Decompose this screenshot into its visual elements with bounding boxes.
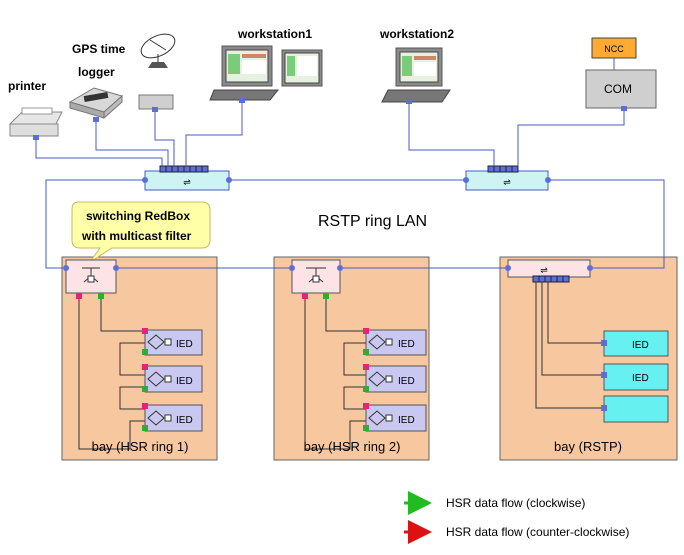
bay2-redbox bbox=[289, 259, 343, 299]
satellite-dish-icon bbox=[138, 33, 176, 112]
bay2-hsr-wiring bbox=[304, 299, 366, 450]
bay1-ied-1-label: IED bbox=[176, 339, 193, 350]
bay2-ied-1-label: IED bbox=[398, 339, 415, 350]
com-label: COM bbox=[604, 82, 632, 96]
callout-line2: with multicast filter bbox=[81, 229, 192, 243]
printer-icon bbox=[8, 107, 63, 140]
bay1-redbox bbox=[63, 259, 119, 299]
svg-text:⇌: ⇌ bbox=[183, 177, 191, 187]
bay3-ied-2: IED bbox=[601, 363, 669, 391]
bay3-label: bay (RSTP) bbox=[554, 439, 622, 454]
bay3-ied-1-label: IED bbox=[632, 340, 649, 351]
bay1-ied-3-label: IED bbox=[176, 415, 193, 426]
gps-logger-icon bbox=[68, 87, 124, 122]
top-switch-right: ⇌ bbox=[463, 165, 551, 191]
bay3-ied-1: IED bbox=[601, 330, 669, 357]
bay2-label: bay (HSR ring 2) bbox=[304, 439, 401, 454]
legend: HSR data flow (clockwise) HSR data flow … bbox=[404, 491, 629, 544]
bay-rstp bbox=[499, 256, 678, 461]
legend-label-counter-clockwise: HSR data flow (counter-clockwise) bbox=[446, 525, 629, 539]
bay2-ied-2: IED bbox=[363, 364, 427, 393]
bay2-ied-3: IED bbox=[363, 403, 427, 432]
bay1-hsr-wiring bbox=[78, 299, 145, 450]
bay3-switch: ⇌ bbox=[505, 259, 593, 283]
printer-label: printer bbox=[8, 79, 46, 93]
top-switch-left: ⇌ bbox=[142, 165, 232, 191]
callout-line1: switching RedBox bbox=[86, 209, 190, 223]
bay2-ied-2-label: IED bbox=[398, 376, 415, 387]
bay1-ied-3: IED bbox=[142, 403, 203, 432]
workstation2-label: workstation2 bbox=[379, 27, 454, 41]
device-links bbox=[35, 58, 625, 166]
bay1-label: bay (HSR ring 1) bbox=[92, 439, 189, 454]
bay1-ied-2-label: IED bbox=[176, 376, 193, 387]
bay1-ied-1: IED bbox=[142, 328, 203, 356]
bay3-wiring bbox=[535, 282, 604, 409]
ncc-box: NCC bbox=[591, 37, 637, 59]
workstation1-label: workstation1 bbox=[237, 27, 312, 41]
com-box: COM bbox=[585, 69, 657, 111]
bay2-ied-1: IED bbox=[363, 328, 427, 356]
bay2-ied-3-label: IED bbox=[398, 415, 415, 426]
gps-label-line1: GPS time bbox=[72, 42, 126, 56]
bay3-ied-2-label: IED bbox=[632, 373, 649, 384]
svg-text:⇌: ⇌ bbox=[503, 177, 511, 187]
svg-text:⇌: ⇌ bbox=[540, 265, 548, 275]
gps-label-line2: logger bbox=[78, 65, 115, 79]
legend-label-clockwise: HSR data flow (clockwise) bbox=[446, 496, 585, 510]
ring-lan-label: RSTP ring LAN bbox=[318, 213, 427, 230]
rstp-ring-lines bbox=[45, 179, 665, 269]
ncc-label: NCC bbox=[604, 44, 624, 54]
redbox-callout: switching RedBox with multicast filter bbox=[71, 201, 211, 263]
bay3-ied-3 bbox=[601, 395, 669, 423]
workstation2-icon bbox=[381, 47, 451, 104]
workstation1-icon bbox=[209, 45, 323, 103]
bay1-ied-2: IED bbox=[142, 364, 203, 393]
